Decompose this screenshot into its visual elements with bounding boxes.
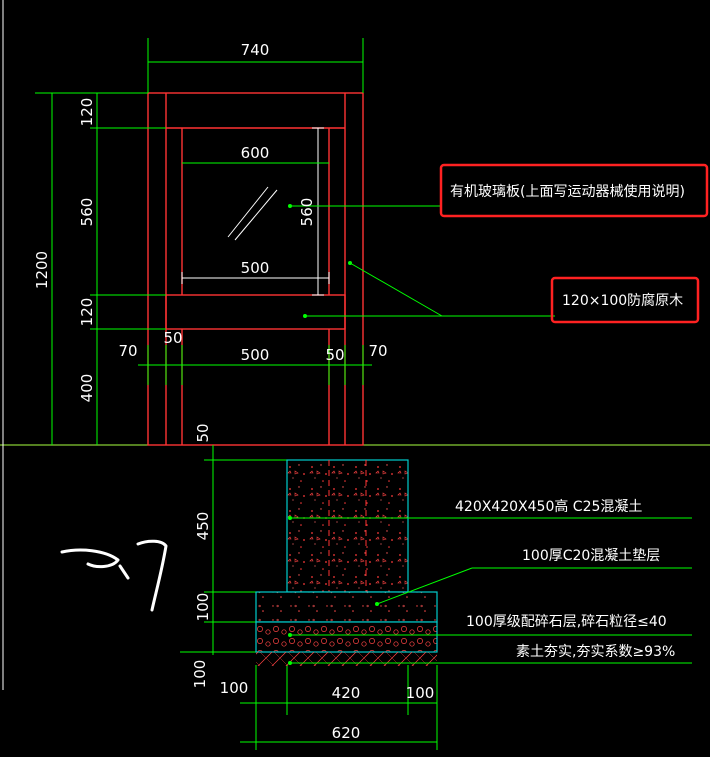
handwritten-mark	[60, 539, 168, 612]
dim-base-width: 620	[332, 724, 361, 742]
leader-dots	[288, 204, 379, 665]
label-soil-layer: 素土夯实,夯实系数≥93%	[516, 644, 675, 660]
dim-footing-width: 420	[332, 684, 361, 702]
footing-block	[286, 459, 409, 593]
highlight-boxes	[439, 163, 709, 324]
dim-glass-height: 560	[298, 198, 316, 227]
label-concrete-block: 420X420X450高 C25混凝土	[455, 498, 642, 515]
dim-inner-width: 500	[241, 259, 270, 277]
dim-footing-100b: 100	[191, 660, 209, 689]
dim-footing-100a: 100	[194, 593, 212, 622]
dim-left-400: 400	[78, 374, 96, 403]
dim-glass-width: 600	[241, 144, 270, 162]
dim-post-gap: 500	[241, 346, 270, 364]
label-gravel-layer: 100厚级配碎石层,碎石粒径≤40	[466, 614, 667, 630]
frame-structure	[147, 92, 364, 446]
compacted-soil	[256, 652, 437, 666]
dim-left-560: 560	[78, 198, 96, 227]
glass-reflection	[227, 186, 278, 241]
c20-cushion-layer	[255, 591, 438, 623]
dim-bottom-right-100: 100	[406, 684, 435, 702]
dim-side-50-right: 50	[325, 346, 344, 364]
dim-footing-height: 450	[194, 512, 212, 541]
inner-dimensions	[181, 127, 330, 296]
dim-post-embed: 50	[194, 423, 212, 442]
dimension-lines	[35, 38, 438, 750]
label-glass-panel: 有机玻璃板(上面写运动器械使用说明)	[450, 183, 685, 200]
dim-side-50-left: 50	[163, 329, 182, 347]
dim-left-120-top: 120	[78, 98, 96, 127]
label-wood-beam: 120×100防腐原木	[562, 292, 683, 309]
leader-lines	[290, 205, 692, 664]
dim-left-120-low: 120	[78, 298, 96, 327]
dim-top-width: 740	[241, 41, 270, 59]
dim-bottom-left-100: 100	[220, 679, 249, 697]
label-c20-layer: 100厚C20混凝土垫层	[522, 548, 660, 564]
dim-side-70-right: 70	[368, 342, 387, 360]
dim-total-height: 1200	[33, 251, 51, 289]
dim-side-70-left: 70	[118, 342, 137, 360]
gravel-layer	[255, 621, 438, 653]
